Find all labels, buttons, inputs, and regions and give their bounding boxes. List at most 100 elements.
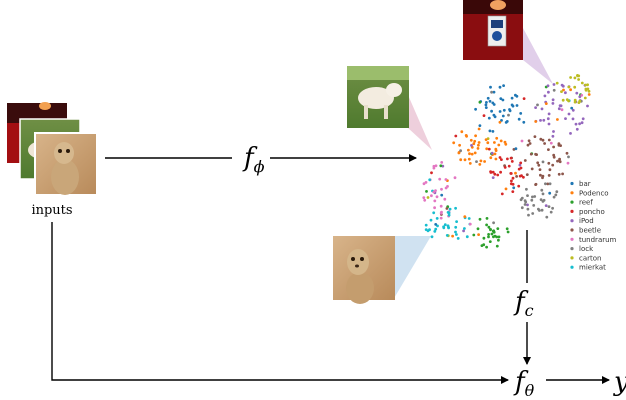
embedding-point [439, 204, 443, 208]
embedding-point [561, 98, 565, 102]
embedding-point [433, 230, 437, 233]
embedding-point [527, 213, 530, 217]
embedding-point [551, 163, 555, 167]
embedding-point [498, 120, 502, 124]
embedding-point [488, 129, 492, 133]
embedding-point [493, 172, 497, 176]
embedding-point [547, 112, 551, 116]
legend-marker [570, 247, 574, 251]
embedding-point [514, 147, 518, 151]
embedding-point [487, 116, 491, 120]
embedding-point [545, 215, 549, 219]
embedding-point [541, 176, 544, 180]
embedding-point [472, 233, 476, 237]
embedding-point [549, 141, 553, 145]
embedding-point [476, 147, 480, 150]
embedding-point [434, 164, 438, 168]
embedding-point [493, 152, 497, 156]
callout-image-ipod [463, 0, 523, 60]
embedding-point [547, 148, 550, 152]
embedding-point [424, 181, 428, 184]
embedding-point [491, 130, 495, 133]
embedding-point [473, 151, 477, 155]
embedding-point [539, 198, 543, 202]
embedding-point [494, 157, 498, 161]
embedding-point [552, 88, 556, 92]
embedding-point [552, 195, 556, 199]
embedding-point [454, 134, 458, 138]
embedding-point [484, 103, 488, 107]
embedding-point [503, 166, 507, 169]
embedding-point [580, 81, 584, 85]
embedding-point [439, 216, 443, 220]
embedding-point [478, 163, 482, 166]
embedding-point [478, 100, 482, 104]
embedding-point [587, 93, 591, 96]
embedding-point [469, 138, 473, 142]
embedding-point [573, 76, 577, 80]
embedding-point [474, 107, 477, 111]
embedding-point [555, 190, 559, 194]
embedding-point [447, 226, 450, 229]
embedding-point [571, 117, 575, 121]
embedding-point [564, 91, 567, 95]
embedding-point [514, 171, 517, 175]
embedding-point [446, 211, 450, 214]
embedding-point [560, 90, 563, 93]
embedding-point [438, 177, 442, 181]
embedding-point [434, 227, 438, 231]
embedding-point [576, 74, 579, 78]
legend-label: carton [579, 254, 601, 262]
embedding-point [539, 173, 542, 177]
embedding-point [569, 76, 572, 79]
legend-label: bar [579, 180, 591, 188]
embedding-point [526, 143, 530, 147]
embedding-point [477, 143, 480, 147]
legend-marker [570, 228, 574, 232]
embedding-point [504, 142, 508, 146]
embedding-point [552, 145, 555, 149]
embedding-point [486, 141, 490, 145]
embedding-point [565, 151, 569, 155]
embedding-point [458, 143, 461, 147]
embedding-point [526, 207, 530, 211]
embedding-point [546, 84, 550, 88]
embedding-point [476, 227, 480, 231]
embedding-point [454, 206, 457, 210]
embedding-point [543, 94, 547, 98]
embedding-point [472, 142, 476, 146]
embedding-point [555, 81, 559, 85]
embedding-point [580, 93, 584, 97]
embedding-point [586, 83, 589, 87]
embedding-point [540, 107, 544, 111]
embedding-point [453, 176, 457, 180]
embedding-point [511, 190, 515, 194]
embedding-point [485, 217, 489, 220]
embedding-point [548, 168, 552, 172]
legend-marker [570, 181, 574, 186]
embedding-point [489, 85, 492, 89]
embedding-point [567, 112, 571, 116]
callout-image-meerkat [333, 236, 395, 304]
embedding-point [518, 163, 522, 167]
input-image-stack [7, 102, 98, 196]
embedding-point [537, 163, 541, 167]
output-label: y [613, 367, 626, 397]
embedding-point [501, 114, 505, 118]
embedding-point [440, 161, 444, 164]
legend-marker [570, 256, 574, 260]
embedding-point [477, 233, 480, 237]
embedding-point [507, 113, 510, 117]
embedding-point [495, 136, 499, 140]
embedding-point [541, 192, 545, 196]
embedding-point [430, 194, 433, 198]
embedding-point [430, 235, 434, 239]
embedding-point [570, 106, 574, 110]
legend-marker [570, 237, 574, 241]
embedding-legend: barPodencoreefponchoiPodbeetletundraruml… [570, 180, 617, 272]
embedding-point [528, 142, 532, 145]
embedding-point [459, 158, 463, 162]
embedding-point [522, 120, 526, 124]
embedding-point [527, 139, 531, 143]
